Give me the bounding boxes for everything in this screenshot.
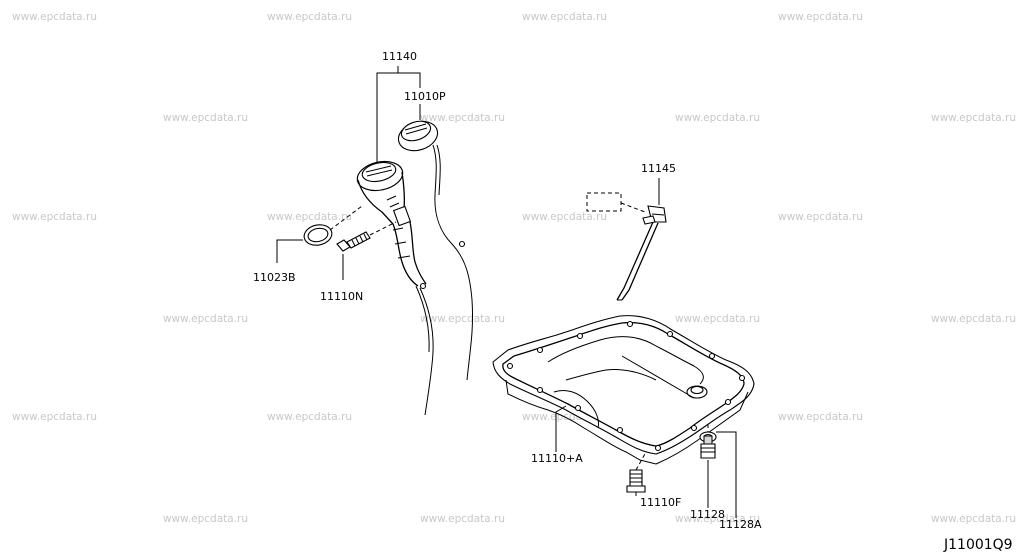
drain-plug-icon — [700, 435, 716, 459]
filler-cap-icon — [397, 120, 474, 381]
part-label-11128A[interactable]: 11128A — [719, 518, 762, 531]
connector-outline-icon — [586, 192, 622, 212]
watermark: www.epcdata.ru — [931, 313, 1016, 325]
watermark: www.epcdata.ru — [522, 211, 607, 223]
oil-pan-icon — [492, 315, 755, 465]
watermark: www.epcdata.ru — [163, 313, 248, 325]
watermark: www.epcdata.ru — [12, 211, 97, 223]
part-label-11145[interactable]: 11145 — [641, 162, 676, 175]
watermark: www.epcdata.ru — [163, 112, 248, 124]
bolt-icon — [336, 231, 371, 252]
watermark: www.epcdata.ru — [267, 411, 352, 423]
dash-pan-bolt — [635, 451, 647, 471]
diagram-code: J11001Q9 — [943, 537, 1013, 553]
watermark: www.epcdata.ru — [778, 211, 863, 223]
part-label-11023B[interactable]: 11023B — [253, 271, 296, 284]
part-label-11110N[interactable]: 11110N — [320, 290, 363, 303]
oil-pan-assembly: 11110+A 11110F 11128 11128A — [492, 315, 762, 531]
leader-11140 — [376, 66, 421, 168]
part-label-11110A[interactable]: 11110+A — [531, 452, 583, 465]
watermark: www.epcdata.ru — [778, 411, 863, 423]
pan-bolt-icon — [626, 469, 646, 493]
leader-11128A — [716, 431, 737, 518]
watermark: www.epcdata.ru — [675, 112, 760, 124]
watermark: www.epcdata.ru — [420, 112, 505, 124]
watermark: www.epcdata.ru — [12, 11, 97, 23]
watermark: www.epcdata.ru — [420, 313, 505, 325]
watermark: www.epcdata.ru — [931, 513, 1016, 525]
watermark-layer: www.epcdata.ru www.epcdata.ru www.epcdat… — [12, 11, 1016, 525]
leader-11023B — [276, 239, 303, 263]
watermark: www.epcdata.ru — [267, 11, 352, 23]
filler-neck-icon — [356, 160, 434, 416]
dash-connector — [620, 202, 646, 213]
o-ring-icon — [303, 224, 333, 246]
oil-level-sensor-assembly: 11145 — [586, 162, 676, 301]
watermark: www.epcdata.ru — [778, 11, 863, 23]
watermark: www.epcdata.ru — [163, 513, 248, 525]
dash-bolt — [369, 221, 397, 236]
part-label-11010P[interactable]: 11010P — [404, 90, 446, 103]
watermark: www.epcdata.ru — [522, 11, 607, 23]
watermark: www.epcdata.ru — [267, 211, 352, 223]
part-label-11140[interactable]: 11140 — [382, 50, 417, 63]
watermark: www.epcdata.ru — [12, 411, 97, 423]
watermark: www.epcdata.ru — [675, 313, 760, 325]
oil-filler-assembly: 11140 11010P — [253, 50, 474, 416]
oil-level-sensor-icon — [616, 205, 667, 301]
part-label-11128[interactable]: 11128 — [690, 508, 725, 521]
watermark: www.epcdata.ru — [420, 513, 505, 525]
watermark: www.epcdata.ru — [675, 513, 760, 525]
part-label-11110F[interactable]: 11110F — [640, 496, 681, 509]
leader-11110A — [555, 405, 567, 452]
watermark: www.epcdata.ru — [931, 112, 1016, 124]
